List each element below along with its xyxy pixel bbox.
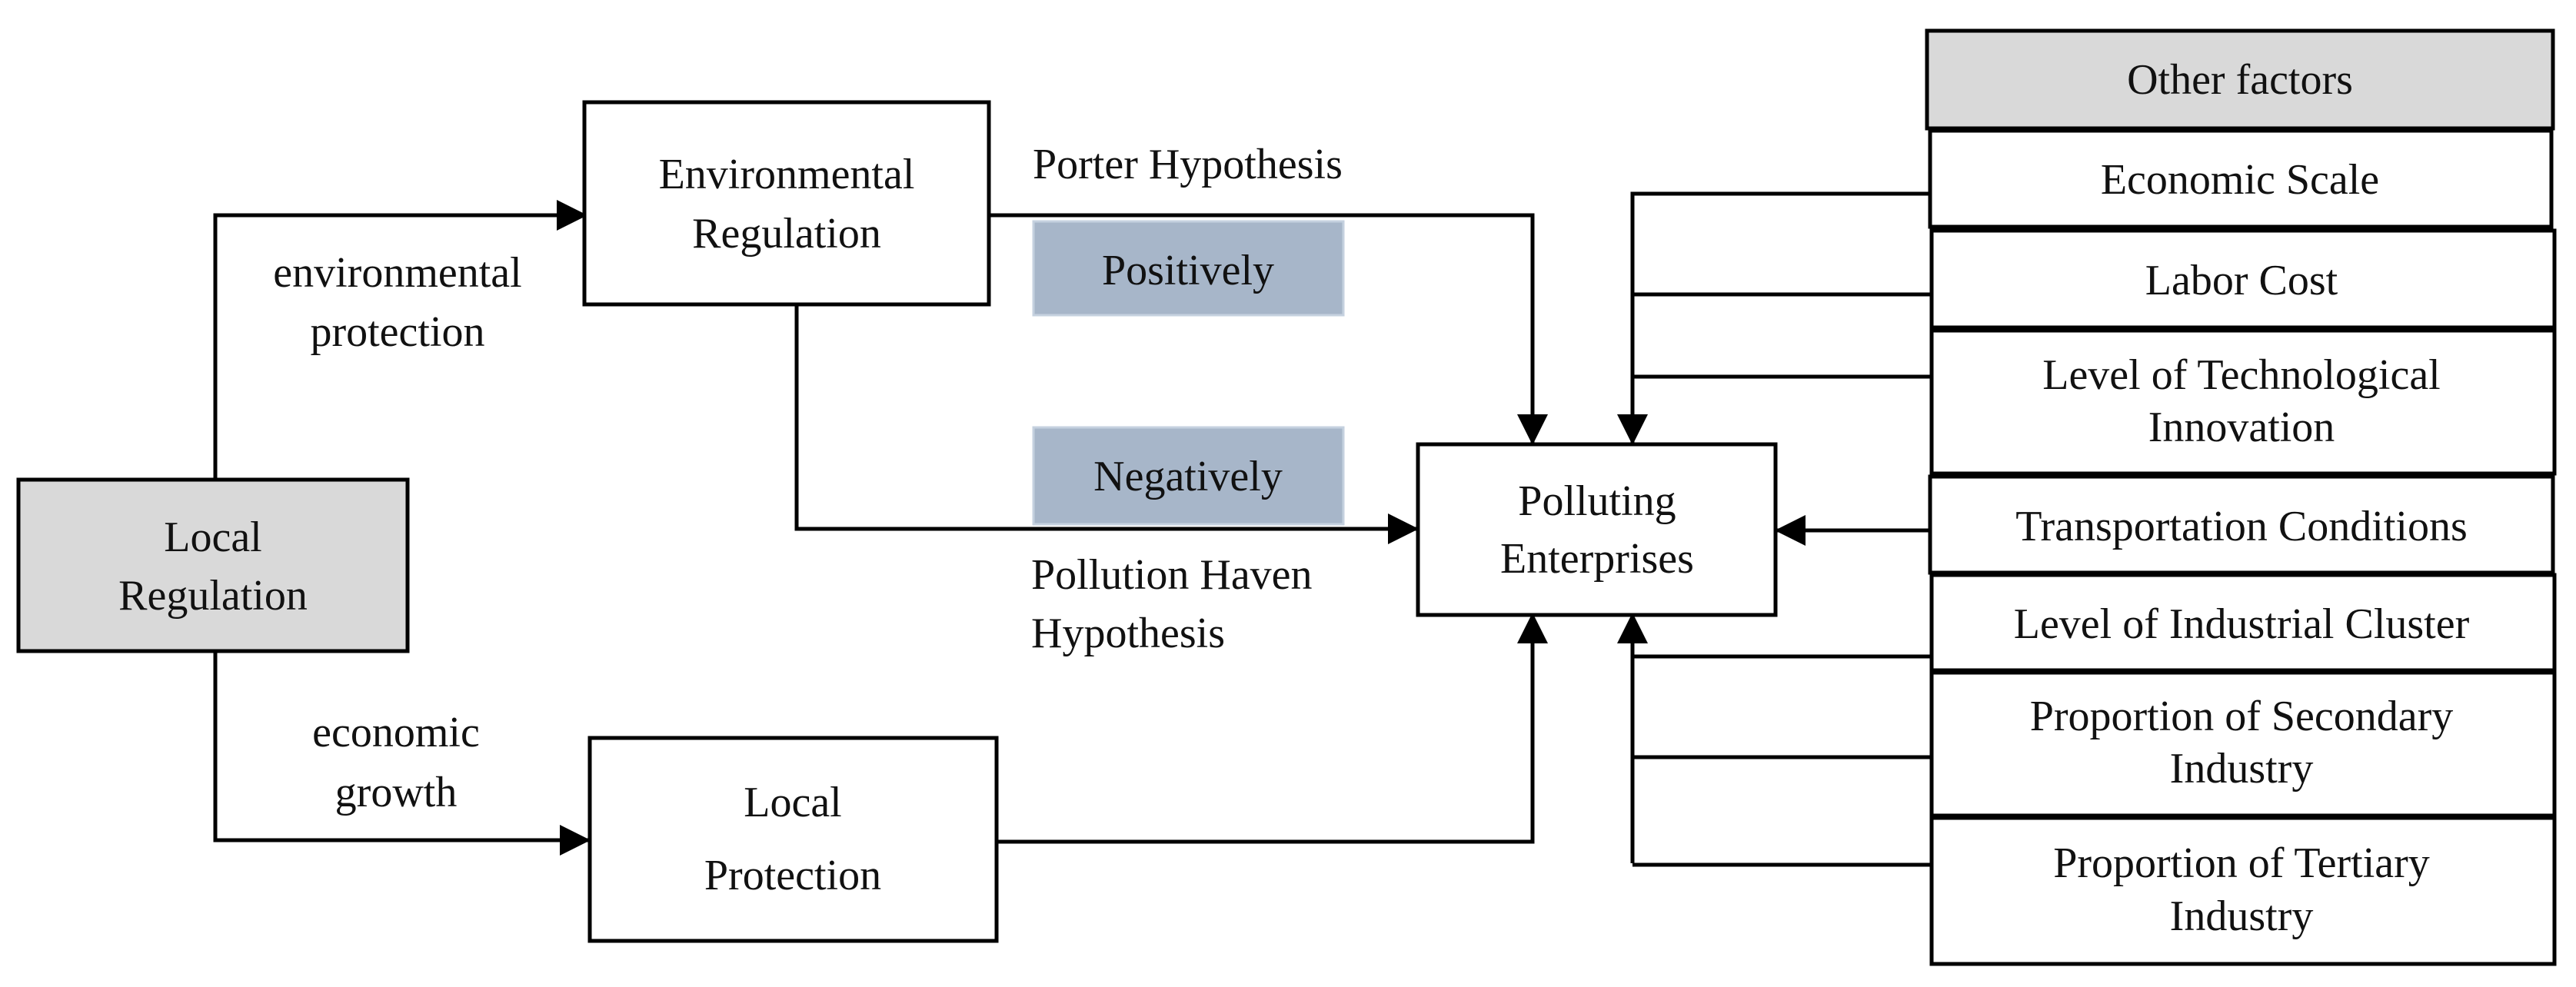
edge-haven-negative bbox=[794, 306, 1419, 544]
edge-upper-factors bbox=[1617, 191, 1930, 445]
node-local-regulation: Local Regulation bbox=[16, 477, 410, 653]
tag-negatively: Negatively bbox=[1032, 426, 1345, 526]
factor-label: Transportation Conditions bbox=[2015, 503, 2468, 550]
environmental-regulation-line-2: Regulation bbox=[692, 210, 881, 258]
other-factors-header-label: Other factors bbox=[2127, 56, 2353, 104]
edge-porter-positive bbox=[989, 213, 1548, 445]
factor-label-line-1: Proportion of Secondary bbox=[2030, 693, 2454, 740]
pollution-haven-line-2: Hypothesis bbox=[1031, 610, 1225, 657]
factor-label: Economic Scale bbox=[2101, 156, 2379, 204]
positively-label: Positively bbox=[1102, 247, 1274, 294]
factor-label-line-1: Level of Technological bbox=[2042, 351, 2441, 399]
factor-label-line-2: Industry bbox=[2170, 892, 2314, 940]
factor-tertiary-industry: Proportion of Tertiary Industry bbox=[1929, 816, 2557, 966]
edge-local-to-environmental bbox=[213, 200, 587, 478]
porter-hypothesis-label: Porter Hypothesis bbox=[1033, 141, 1343, 188]
factor-industrial-cluster: Level of Industrial Cluster bbox=[1929, 573, 2557, 673]
economic-growth-line-1: economic bbox=[312, 709, 480, 756]
factor-label: Level of Industrial Cluster bbox=[2014, 600, 2470, 648]
other-factors-panel: Other factors Economic Scale Labor Cost … bbox=[1925, 28, 2557, 966]
factor-economic-scale: Economic Scale bbox=[1928, 128, 2554, 229]
edge-local-to-protection bbox=[213, 652, 591, 856]
tag-positively: Positively bbox=[1032, 220, 1345, 317]
environmental-protection-line-2: protection bbox=[310, 308, 484, 356]
environmental-protection-line-1: environmental bbox=[273, 249, 521, 297]
factor-label: Labor Cost bbox=[2145, 257, 2338, 304]
factor-label-line-2: Innovation bbox=[2148, 404, 2335, 451]
node-environmental-regulation: Environmental Regulation bbox=[582, 100, 991, 307]
factor-labor-cost: Labor Cost bbox=[1929, 228, 2557, 330]
factor-technological-innovation: Level of Technological Innovation bbox=[1929, 328, 2557, 476]
factor-label-line-2: Industry bbox=[2170, 745, 2314, 793]
polluting-enterprises-line-1: Polluting bbox=[1518, 477, 1676, 525]
local-regulation-line-1: Local bbox=[164, 513, 261, 561]
factor-transportation-conditions: Transportation Conditions bbox=[1928, 474, 2555, 575]
local-protection-line-1: Local bbox=[744, 779, 841, 826]
local-regulation-line-2: Regulation bbox=[118, 572, 308, 620]
negatively-label: Negatively bbox=[1093, 453, 1283, 500]
node-polluting-enterprises: Polluting Enterprises bbox=[1416, 442, 1778, 617]
edge-lower-factors bbox=[1632, 614, 1930, 863]
edge-protection-to-polluting bbox=[997, 613, 1548, 844]
factor-secondary-industry: Proportion of Secondary Industry bbox=[1929, 670, 2557, 818]
environmental-regulation-line-1: Environmental bbox=[659, 151, 915, 198]
pollution-haven-line-1: Pollution Haven bbox=[1031, 551, 1313, 599]
economic-growth-line-2: growth bbox=[335, 769, 458, 816]
factor-label-line-1: Proportion of Tertiary bbox=[2053, 839, 2430, 887]
node-local-protection: Local Protection bbox=[587, 736, 999, 943]
polluting-enterprises-line-2: Enterprises bbox=[1500, 535, 1694, 583]
local-protection-line-2: Protection bbox=[704, 852, 881, 899]
other-factors-header: Other factors bbox=[1925, 28, 2555, 131]
